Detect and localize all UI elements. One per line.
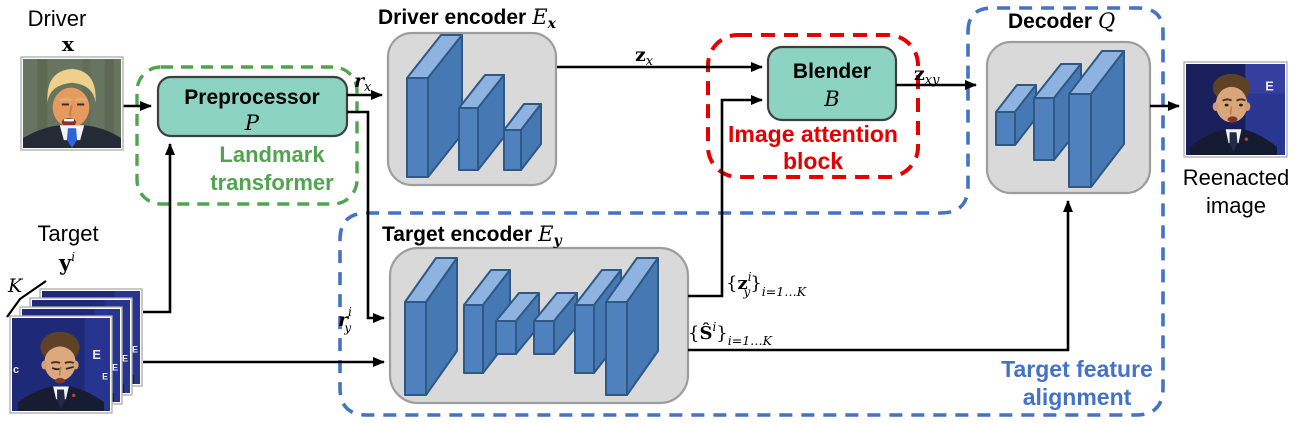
blender-title: Blender <box>793 60 871 83</box>
signal-zxy: zxy <box>914 63 940 88</box>
signal-zx: zx <box>635 44 654 69</box>
landmark-transformer-label-2: transformer <box>210 170 334 195</box>
arrow-target-to-preprocessor <box>143 143 175 314</box>
arrow-s-to-decoder <box>688 200 1073 352</box>
reenacted-label-1: Reenacted <box>1183 165 1289 190</box>
driver-label: Driver <box>28 6 87 31</box>
conv-slab <box>503 103 542 171</box>
driver-photo <box>20 56 124 151</box>
image-attention-label-2: block <box>783 148 843 174</box>
target-photo-stack <box>9 288 143 414</box>
target-feature-label-1: Target feature <box>1001 356 1153 382</box>
target-feature-alignment-region <box>338 6 1165 417</box>
conv-slab <box>406 34 463 178</box>
conv-slab <box>463 269 511 374</box>
image-attention-region <box>706 33 920 179</box>
signal-s-set: {Ŝi}i=1…K <box>688 320 773 348</box>
image-attention-label-1: Image attention <box>728 121 898 147</box>
conv-slab <box>404 257 458 396</box>
arrow-ry <box>347 110 385 323</box>
preprocessor-title: Preprocessor <box>184 86 319 109</box>
signal-rx: rx <box>354 70 372 95</box>
blender-symbol: B <box>823 87 839 111</box>
reenacted-photo <box>1183 61 1288 158</box>
conv-slab <box>605 257 659 396</box>
reenacted-label-2: image <box>1206 193 1266 218</box>
preprocessor-symbol: P <box>244 111 260 135</box>
landmark-transformer-region <box>135 65 359 206</box>
conv-slabs <box>404 34 1125 396</box>
arrow-zy <box>688 95 763 298</box>
conv-slab <box>1068 50 1125 188</box>
target-symbol: yi <box>58 250 75 275</box>
landmark-transformer-label-1: Landmark <box>219 142 325 167</box>
preprocessor-box <box>156 75 349 138</box>
conv-slab <box>533 292 578 355</box>
target-label: Target <box>37 221 98 246</box>
stack-count-brace <box>6 280 47 318</box>
stack-count-label: K <box>7 275 24 297</box>
blender-box <box>766 45 898 122</box>
driver-symbol: x <box>62 32 75 56</box>
target-feature-label-2: alignment <box>1023 384 1132 410</box>
